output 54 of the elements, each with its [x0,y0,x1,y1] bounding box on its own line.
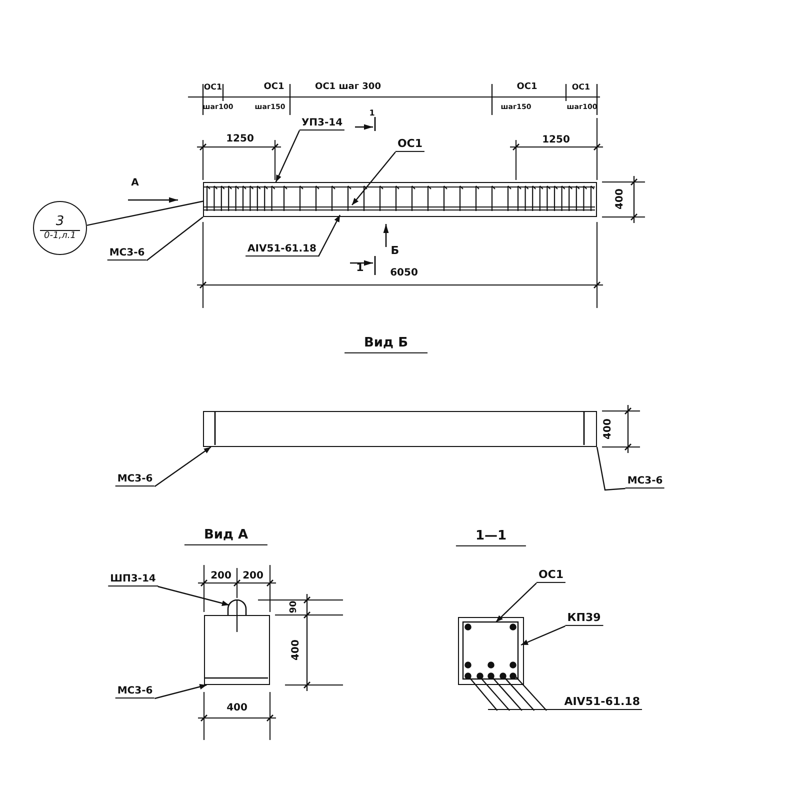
leader-line [146,216,204,261]
leader-line [86,200,204,226]
dimension-label: 200 [210,570,232,582]
view-title: Вид А [184,528,268,546]
part-mark: ШП3-14 [108,574,158,586]
leader-line [492,676,522,711]
section-mark-label: 1 [369,110,375,118]
dimension-label: 200 [242,570,264,582]
stirrup-spacing-label: ОС1 [264,83,284,93]
leader-line [154,684,207,700]
leader-line [468,676,498,711]
leader-line [154,446,212,487]
beam-end-section [204,615,270,685]
part-mark: УП3-14 [299,118,345,130]
stirrup-spacing-label: ОС1 шаг 300 [315,83,381,93]
part-mark: МС3-6 [115,474,155,486]
dimension-label: 400 [614,188,626,210]
stirrup-spacing-label: ОС1 [204,84,222,92]
stirrup-spacing-label: ОС1 [572,84,590,92]
dimension-label: 1250 [542,134,570,146]
beam-plan [203,411,597,447]
part-mark: КП39 [565,612,603,626]
leader-line [516,676,547,711]
dimension-label: 400 [290,640,302,660]
part-mark: АIV51-61.18 [246,244,318,256]
part-mark: МС3-6 [625,476,665,488]
part-mark: ОС1 [536,568,566,584]
leader-line [596,446,626,491]
callout-number: 3 [40,214,80,231]
stirrup-spacing-label: ОС1 [516,83,538,93]
leader-line [520,626,566,646]
view-title: Вид Б [344,336,428,354]
callout-circle [33,201,87,255]
sheet-reference: 0-1,л.1 [44,230,76,242]
beam-elevation [203,182,597,217]
leader-line [352,152,396,206]
dimension-label: 90 [290,600,300,614]
leader-line [318,214,341,257]
leader-line [496,582,537,622]
leader-line [275,130,300,182]
dimension-label: 400 [226,702,248,714]
dimension-label: 1250 [226,134,254,144]
dimension-label: 6050 [390,268,418,278]
view-title: 1—1 [456,529,526,547]
leader-line [504,676,535,711]
leader-line [158,586,230,606]
part-mark: МС3-6 [107,248,147,260]
view-mark-label: Б [390,244,400,258]
leader-line [480,676,510,711]
view-mark-label: А [131,178,139,188]
part-mark: АIV51-61.18 [488,696,642,710]
part-mark: МС3-6 [115,686,155,698]
part-mark: ОС1 [395,138,425,152]
dimension-label: 400 [602,418,614,440]
